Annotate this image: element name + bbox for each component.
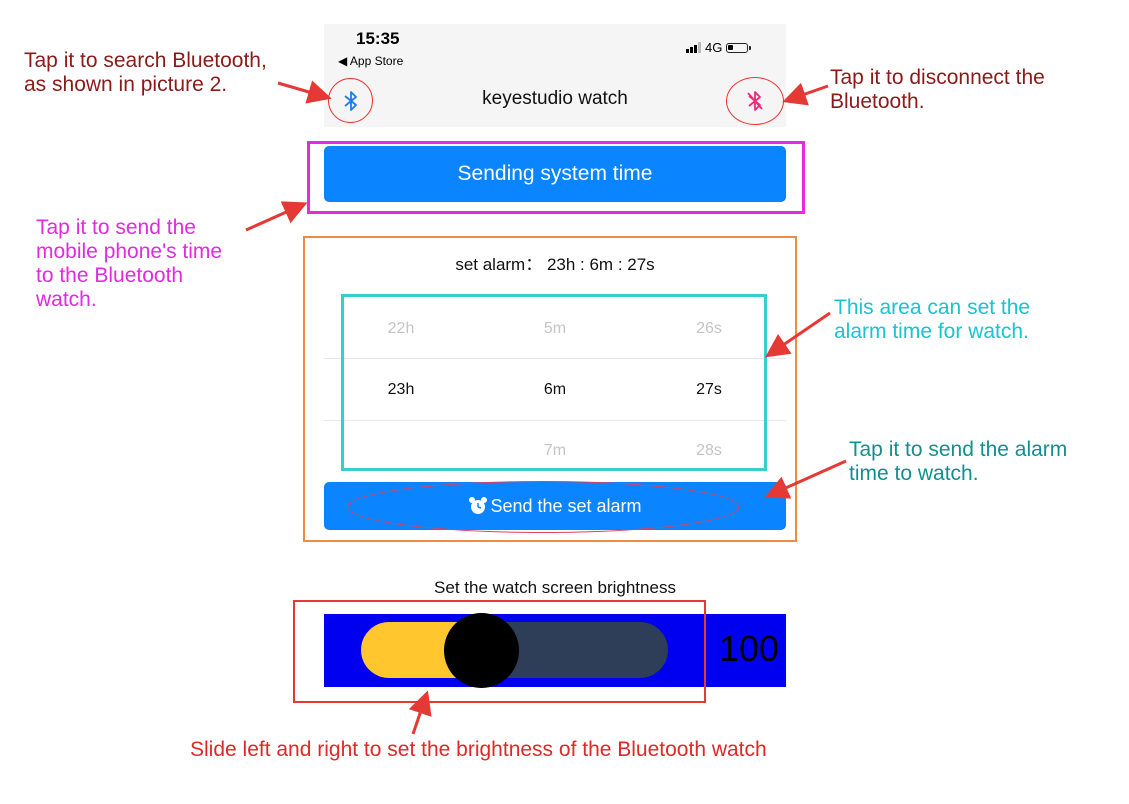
annotation-slide-brightness: Slide left and right to set the brightne… bbox=[190, 738, 767, 761]
picker-second-option[interactable]: 28s bbox=[696, 442, 722, 459]
arrow-to-brightness-slider bbox=[408, 690, 432, 735]
picker-divider bbox=[324, 358, 786, 359]
picker-minute-selected[interactable]: 6m bbox=[543, 381, 567, 398]
alarm-section-highlight-box bbox=[303, 236, 797, 542]
picker-second-selected[interactable]: 27s bbox=[696, 381, 722, 398]
send-alarm-highlight-ellipse bbox=[347, 481, 739, 533]
annotation-send-time: Tap it to send the mobile phone's time t… bbox=[36, 216, 223, 311]
arrow-to-send-time bbox=[245, 201, 308, 232]
send-time-highlight-box bbox=[307, 141, 805, 214]
brightness-highlight-box bbox=[293, 600, 706, 703]
battery-icon bbox=[726, 42, 752, 53]
picker-hour-option[interactable]: 22h bbox=[387, 320, 415, 337]
arrow-to-send-alarm bbox=[764, 459, 847, 499]
annotation-alarm-area: This area can set the alarm time for wat… bbox=[834, 296, 1031, 343]
back-to-app-store-link[interactable]: ◀ App Store bbox=[338, 54, 404, 68]
annotation-send-alarm: Tap it to send the alarm time to watch. bbox=[849, 438, 1068, 485]
picker-divider bbox=[324, 420, 786, 421]
brightness-label: Set the watch screen brightness bbox=[434, 578, 676, 597]
brightness-value: 100 bbox=[718, 628, 780, 669]
arrow-to-bluetooth-search bbox=[277, 80, 332, 104]
picker-minute-option[interactable]: 7m bbox=[543, 442, 567, 459]
bluetooth-icon bbox=[343, 90, 357, 111]
brightness-slider-handle[interactable] bbox=[444, 613, 519, 688]
bluetooth-disabled-icon bbox=[747, 91, 763, 111]
app-title: keyestudio watch bbox=[482, 88, 628, 109]
alarm-picker-highlight-box bbox=[341, 294, 767, 471]
send-system-time-button[interactable]: Sending system time bbox=[324, 146, 786, 202]
arrow-to-alarm-area bbox=[765, 311, 831, 358]
phone-header bbox=[324, 24, 786, 127]
arrow-to-bluetooth-disconnect bbox=[782, 82, 829, 106]
annotation-disconnect-bluetooth: Tap it to disconnect the Bluetooth. bbox=[830, 66, 1045, 113]
network-label: 4G bbox=[705, 40, 723, 55]
picker-minute-option[interactable]: 5m bbox=[543, 320, 567, 337]
status-indicators: 4G bbox=[686, 40, 752, 55]
signal-icon bbox=[686, 42, 701, 53]
annotation-search-bluetooth: Tap it to search Bluetooth, as shown in … bbox=[24, 49, 267, 96]
set-alarm-label: set alarm： 23h : 6m : 27s bbox=[455, 255, 655, 274]
picker-second-option[interactable]: 26s bbox=[696, 320, 722, 337]
status-time: 15:35 bbox=[356, 29, 400, 48]
picker-hour-selected[interactable]: 23h bbox=[387, 381, 415, 398]
